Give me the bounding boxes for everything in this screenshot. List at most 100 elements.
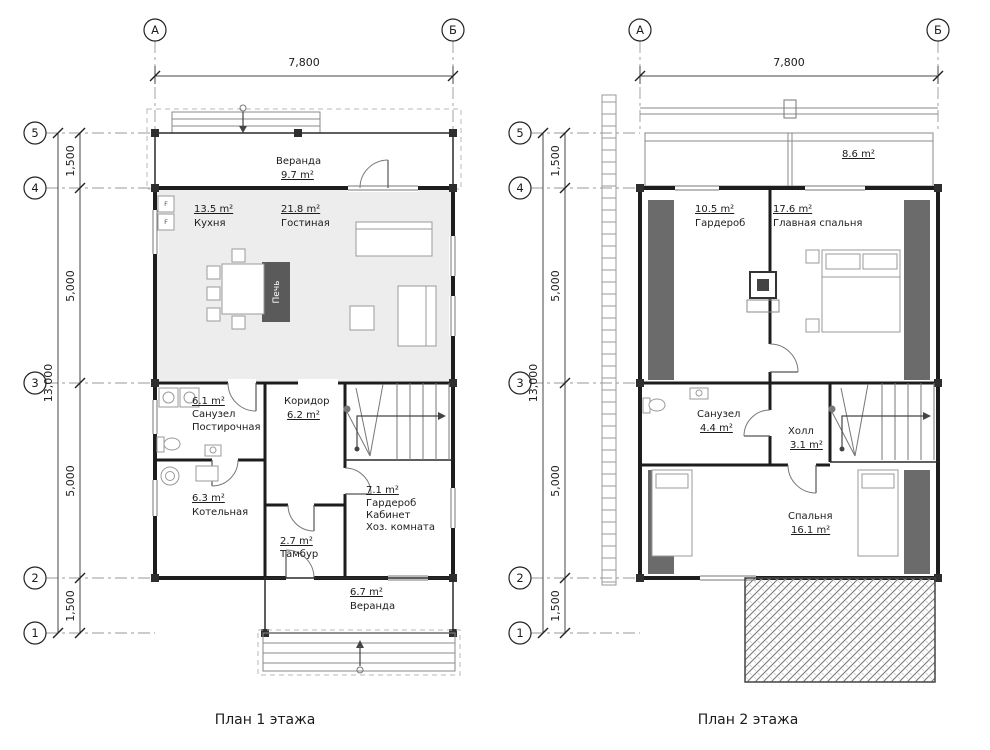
stove-block: Печь: [262, 262, 290, 322]
bath-line2: Постирочная: [192, 422, 261, 433]
master-door: [766, 343, 799, 373]
boiler-area: 6.3 m²: [192, 493, 225, 504]
corridor-area: 6.2 m²: [287, 410, 320, 421]
grid-dimensions-2: А Б 5 4 3 2 1 7,800 1,500 5,000 5,000 1,…: [508, 18, 950, 645]
dim-seg-2-1: 1,500: [64, 590, 77, 622]
dim-seg-4-3b: 5,000: [549, 270, 562, 302]
axis-label-1: 1: [31, 626, 38, 640]
dining-table: [206, 248, 265, 330]
dim-total-1: 13,000: [42, 364, 55, 403]
axis-label-a2: А: [636, 23, 644, 37]
axis-label-3b: 3: [516, 376, 523, 390]
fridge-label-1: F: [164, 200, 168, 208]
axis-label-2: 2: [31, 571, 38, 585]
veranda-top-name: Веранда: [276, 156, 321, 167]
wardrobe-line1: Гардероб: [366, 498, 416, 509]
dim-seg-4-3: 5,000: [64, 270, 77, 302]
stove-label: Печь: [272, 281, 282, 304]
room-labels-2: 8.6 m² 10.5 m² Гардероб 17.6 m² Главная …: [695, 149, 875, 536]
tambour-name: Тамбур: [279, 549, 318, 560]
bath-line1: Санузел: [192, 409, 235, 420]
veranda-door: [348, 159, 418, 192]
dim-total-2: 13,000: [527, 364, 540, 403]
stairs-2: [830, 383, 935, 460]
sink: [689, 387, 709, 400]
axis-label-1b: 1: [516, 626, 523, 640]
single-bed-left: [651, 469, 693, 557]
axis-bubble-b: [441, 18, 465, 42]
master-area: 17.6 m²: [773, 204, 812, 215]
window: [449, 488, 457, 528]
fridge-label-2: F: [164, 218, 168, 226]
point-marker: [343, 405, 351, 413]
window: [151, 480, 159, 516]
wardrobe2-name: Гардероб: [695, 218, 745, 229]
dim-width-2: 7,800: [773, 56, 805, 69]
washing-machines: [158, 387, 200, 408]
master-name: Главная спальня: [773, 218, 862, 229]
axis-label-b: Б: [449, 23, 457, 37]
floor-plan-1: А Б 5 4 3 2 1 7,800 1,500 5,000 5,000 1,…: [23, 18, 465, 676]
dim-width-1: 7,800: [288, 56, 320, 69]
window: [675, 184, 719, 192]
bedroom2-area: 16.1 m²: [791, 525, 830, 536]
axis-label-5b: 5: [516, 126, 523, 140]
sofa-set: [349, 221, 437, 347]
chimney: [746, 271, 780, 313]
bath2-name: Санузел: [697, 409, 740, 420]
room-labels-1: Веранда 9.7 m² 13.5 m² Кухня 21.8 m² Гос…: [192, 156, 435, 612]
hall-area: 3.1 m²: [790, 440, 823, 451]
bath2-door: [743, 409, 774, 437]
wardrobe-line3: Хоз. комната: [366, 522, 435, 533]
axis-label-4b: 4: [516, 181, 523, 195]
grid-dimensions-1: А Б 5 4 3 2 1 7,800 1,500 5,000 5,000 1,…: [23, 18, 465, 645]
plan2-title: План 2 этажа: [698, 712, 799, 728]
bath2-area: 4.4 m²: [700, 423, 733, 434]
overhang-dashed-bottom: [257, 629, 461, 676]
window: [449, 296, 457, 336]
wardrobe-line2: Кабинет: [366, 510, 411, 521]
stairs-1: [345, 383, 450, 460]
boiler-equipment: [160, 465, 219, 486]
axis-label-4: 4: [31, 181, 38, 195]
axis-bubble-a: [143, 18, 167, 42]
dim-seg-3-2b: 5,000: [549, 465, 562, 497]
dim-seg-2-1b: 1,500: [549, 590, 562, 622]
wardrobe2-area: 10.5 m²: [695, 204, 734, 215]
veranda-bottom-name: Веранда: [350, 601, 395, 612]
building-2: [601, 94, 942, 683]
axis-label-b2: Б: [934, 23, 942, 37]
bedroom2-name: Спальня: [788, 511, 833, 522]
axis-label-a: А: [151, 23, 159, 37]
corridor-opening: [298, 379, 338, 387]
kitchen-area: 13.5 m²: [194, 204, 233, 215]
toilet: [156, 436, 181, 453]
wardrobe-door: [341, 467, 372, 495]
living-name: Гостиная: [281, 218, 330, 229]
boiler-name: Котельная: [192, 507, 248, 518]
bath-area: 6.1 m²: [192, 396, 225, 407]
bedroom2-door: [787, 461, 817, 494]
dim-seg-5-4b: 1,500: [549, 145, 562, 177]
tambour-door: [287, 501, 315, 532]
roof-hatch-area: [744, 577, 936, 683]
toilet: [642, 397, 666, 414]
building-1: Печь F F: [146, 104, 462, 676]
wall-corner-joints-2: [636, 184, 942, 582]
balcony: [644, 132, 934, 187]
balcony-area: 8.6 m²: [842, 149, 875, 160]
point-marker: [828, 405, 836, 413]
wardrobe-area: 7.1 m²: [366, 485, 399, 496]
floor-plan-2: А Б 5 4 3 2 1 7,800 1,500 5,000 5,000 1,…: [508, 18, 950, 683]
master-bed: [805, 249, 901, 333]
sink: [204, 444, 222, 457]
roof-edge-strip: [601, 94, 617, 586]
corridor-name: Коридор: [284, 396, 329, 407]
porch-steps-bottom: [262, 632, 456, 674]
roof-ridge-lines: [640, 99, 938, 119]
axis-label-5: 5: [31, 126, 38, 140]
hall-name: Холл: [788, 426, 814, 437]
attic-knee-walls: [648, 200, 930, 574]
living-area: 21.8 m²: [281, 204, 320, 215]
